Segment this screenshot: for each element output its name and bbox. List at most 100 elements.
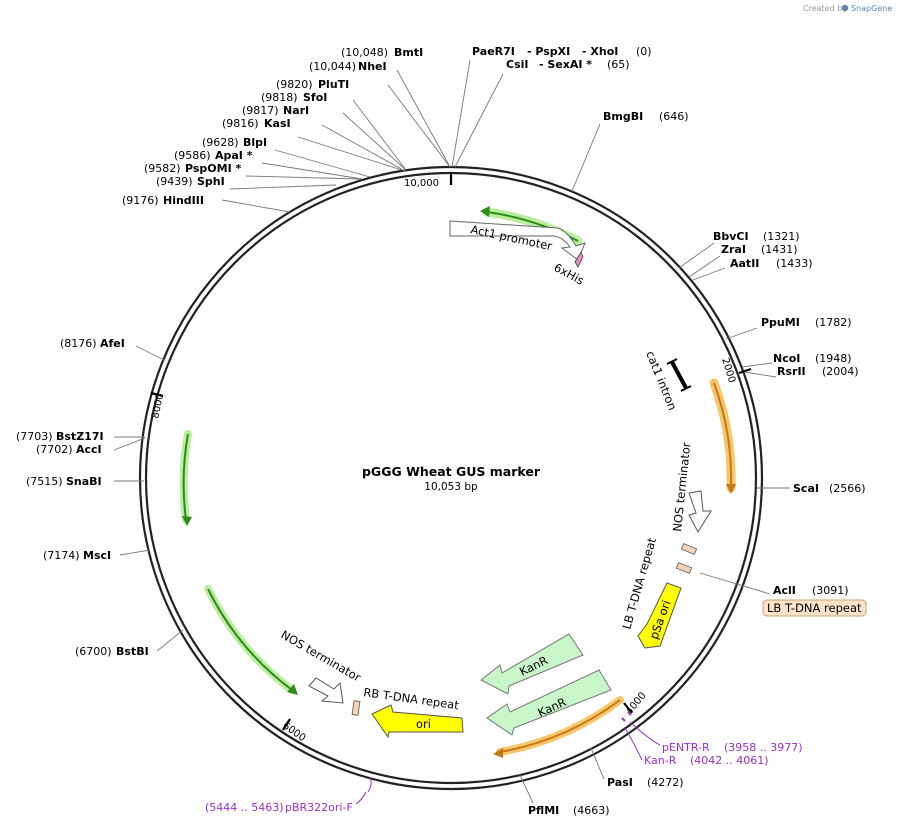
svg-text:(4042 .. 4061): (4042 .. 4061): [690, 754, 769, 767]
tick-label-2000: 2000: [719, 357, 737, 385]
credit-brand: SnapGene: [851, 4, 892, 13]
svg-text:SfoI: SfoI: [303, 91, 327, 104]
primer-marks: [355, 711, 661, 805]
svg-text:(8176): (8176): [60, 337, 97, 350]
snapgene-logo-icon: [841, 4, 849, 12]
svg-text:ScaI: ScaI: [793, 482, 819, 495]
svg-text:ZraI: ZraI: [721, 243, 746, 256]
svg-text:AfeI: AfeI: [100, 337, 125, 350]
svg-text:NarI: NarI: [283, 104, 309, 117]
svg-text:(9582): (9582): [144, 162, 181, 175]
svg-text:(9439): (9439): [156, 175, 193, 188]
site-sfoi: (9818) SfoI: [261, 91, 327, 104]
svg-text:BbvCI: BbvCI: [713, 230, 749, 243]
rb-repeat-feature: RB T-DNA repeat: [351, 685, 461, 716]
svg-text:SphI: SphI: [197, 175, 225, 188]
svg-text:(1431): (1431): [761, 243, 798, 256]
site-ppumi: PpuMI (1782): [761, 316, 852, 329]
svg-text:BmgBI: BmgBI: [603, 110, 643, 123]
primer-pentr-r: pENTR-R (3958 .. 3977): [662, 741, 803, 754]
svg-text:(4272): (4272): [647, 776, 684, 789]
svg-text:(7703): (7703): [16, 430, 53, 443]
svg-text:6xHis: 6xHis: [552, 260, 587, 287]
svg-text:(9820): (9820): [276, 78, 313, 91]
svg-text:PpuMI: PpuMI: [761, 316, 800, 329]
svg-text:AccI: AccI: [76, 443, 102, 456]
svg-text:(7702): (7702): [36, 443, 73, 456]
svg-text:(4663): (4663): [573, 804, 610, 817]
site-blpi: (9628) BlpI: [202, 136, 267, 149]
svg-text:(1948): (1948): [815, 352, 852, 365]
site-bmti: (10,048) BmtI: [341, 46, 423, 59]
site-csii: CsiI - SexAI * (65): [506, 58, 630, 71]
svg-text:- XhoI: - XhoI: [582, 45, 618, 58]
site-ncoi: NcoI (1948): [773, 352, 852, 365]
tick-label-10000: 10,000: [404, 178, 439, 189]
svg-text:SnaBI: SnaBI: [66, 475, 102, 488]
svg-text:(9818): (9818): [261, 91, 298, 104]
svg-text:(10,044): (10,044): [309, 60, 356, 73]
svg-text:(7174): (7174): [43, 549, 80, 562]
svg-text:- SexAI *: - SexAI *: [539, 58, 592, 71]
svg-text:(65): (65): [607, 58, 630, 71]
svg-text:HindIII: HindIII: [163, 194, 204, 207]
right-orange-arrow: [709, 378, 736, 494]
site-nhei: (10,044) NheI: [309, 60, 387, 73]
svg-text:BlpI: BlpI: [243, 136, 267, 149]
svg-text:ApaI *: ApaI *: [215, 149, 253, 162]
svg-text:CsiI: CsiI: [506, 58, 528, 71]
site-leaders: [113, 59, 790, 804]
svg-text:(1433): (1433): [776, 257, 813, 270]
svg-text:(9586): (9586): [174, 149, 211, 162]
site-hindiii: (9176) HindIII: [122, 194, 204, 207]
site-kasi: (9816) KasI: [222, 117, 291, 130]
site-acli: AclI (3091): [773, 584, 849, 597]
site-rsrii: RsrII (2004): [777, 365, 859, 378]
svg-text:BstZ17I: BstZ17I: [56, 430, 104, 443]
svg-text:(2004): (2004): [822, 365, 859, 378]
site-bbvci: BbvCI (1321): [713, 230, 800, 243]
primer-kan-r: Kan-R (4042 .. 4061): [644, 754, 769, 767]
cat1-intron-feature: cat1 intron: [643, 349, 692, 412]
svg-text:(2566): (2566): [829, 482, 866, 495]
site-snabi: (7515) SnaBI: [26, 475, 102, 488]
top-green-arrow: [480, 206, 583, 246]
svg-text:(1782): (1782): [815, 316, 852, 329]
svg-text:RB T-DNA repeat: RB T-DNA repeat: [363, 685, 461, 712]
svg-text:BmtI: BmtI: [394, 46, 423, 59]
site-acci: (7702) AccI: [36, 443, 102, 456]
svg-text:(3958 .. 3977): (3958 .. 3977): [724, 741, 803, 754]
svg-text:pENTR-R: pENTR-R: [662, 741, 710, 754]
svg-text:(1321): (1321): [763, 230, 800, 243]
bottom-orange-arrow: [493, 696, 624, 758]
lb-repeat-box: LB T-DNA repeat: [762, 599, 867, 617]
svg-text:NOS terminator: NOS terminator: [670, 441, 693, 532]
svg-text:(6700): (6700): [75, 645, 112, 658]
svg-text:PaeR7I: PaeR7I: [472, 45, 515, 58]
svg-text:(5444 .. 5463): (5444 .. 5463): [205, 801, 284, 814]
svg-text:MscI: MscI: [83, 549, 111, 562]
svg-text:PflMI: PflMI: [528, 804, 559, 817]
svg-text:AclI: AclI: [773, 584, 796, 597]
site-msci: (7174) MscI: [43, 549, 111, 562]
primer-pbr322ori-f: (5444 .. 5463) pBR322ori-F: [205, 801, 353, 814]
plasmid-name: pGGG Wheat GUS marker: [362, 464, 541, 479]
svg-text:ori: ori: [416, 717, 431, 731]
svg-text:(0): (0): [636, 45, 652, 58]
svg-text:(9628): (9628): [202, 136, 239, 149]
svg-text:Kan-R: Kan-R: [644, 754, 677, 767]
svg-text:(9817): (9817): [242, 104, 279, 117]
svg-text:KasI: KasI: [264, 117, 291, 130]
site-aatii: AatII (1433): [730, 257, 813, 270]
site-afei: (8176) AfeI: [60, 337, 125, 350]
left-green-arrow: [179, 430, 192, 526]
svg-text:pBR322ori-F: pBR322ori-F: [285, 801, 353, 814]
svg-text:(9176): (9176): [122, 194, 159, 207]
svg-text:cat1 intron: cat1 intron: [643, 349, 679, 412]
lower-left-green-arrow: [204, 585, 298, 695]
tick-marks: [150, 172, 752, 731]
lb-repeat-bars: [675, 543, 698, 574]
site-pspomi: (9582) PspOMI *: [144, 162, 242, 175]
svg-text:AatII: AatII: [730, 257, 759, 270]
site-nari: (9817) NarI: [242, 104, 309, 117]
